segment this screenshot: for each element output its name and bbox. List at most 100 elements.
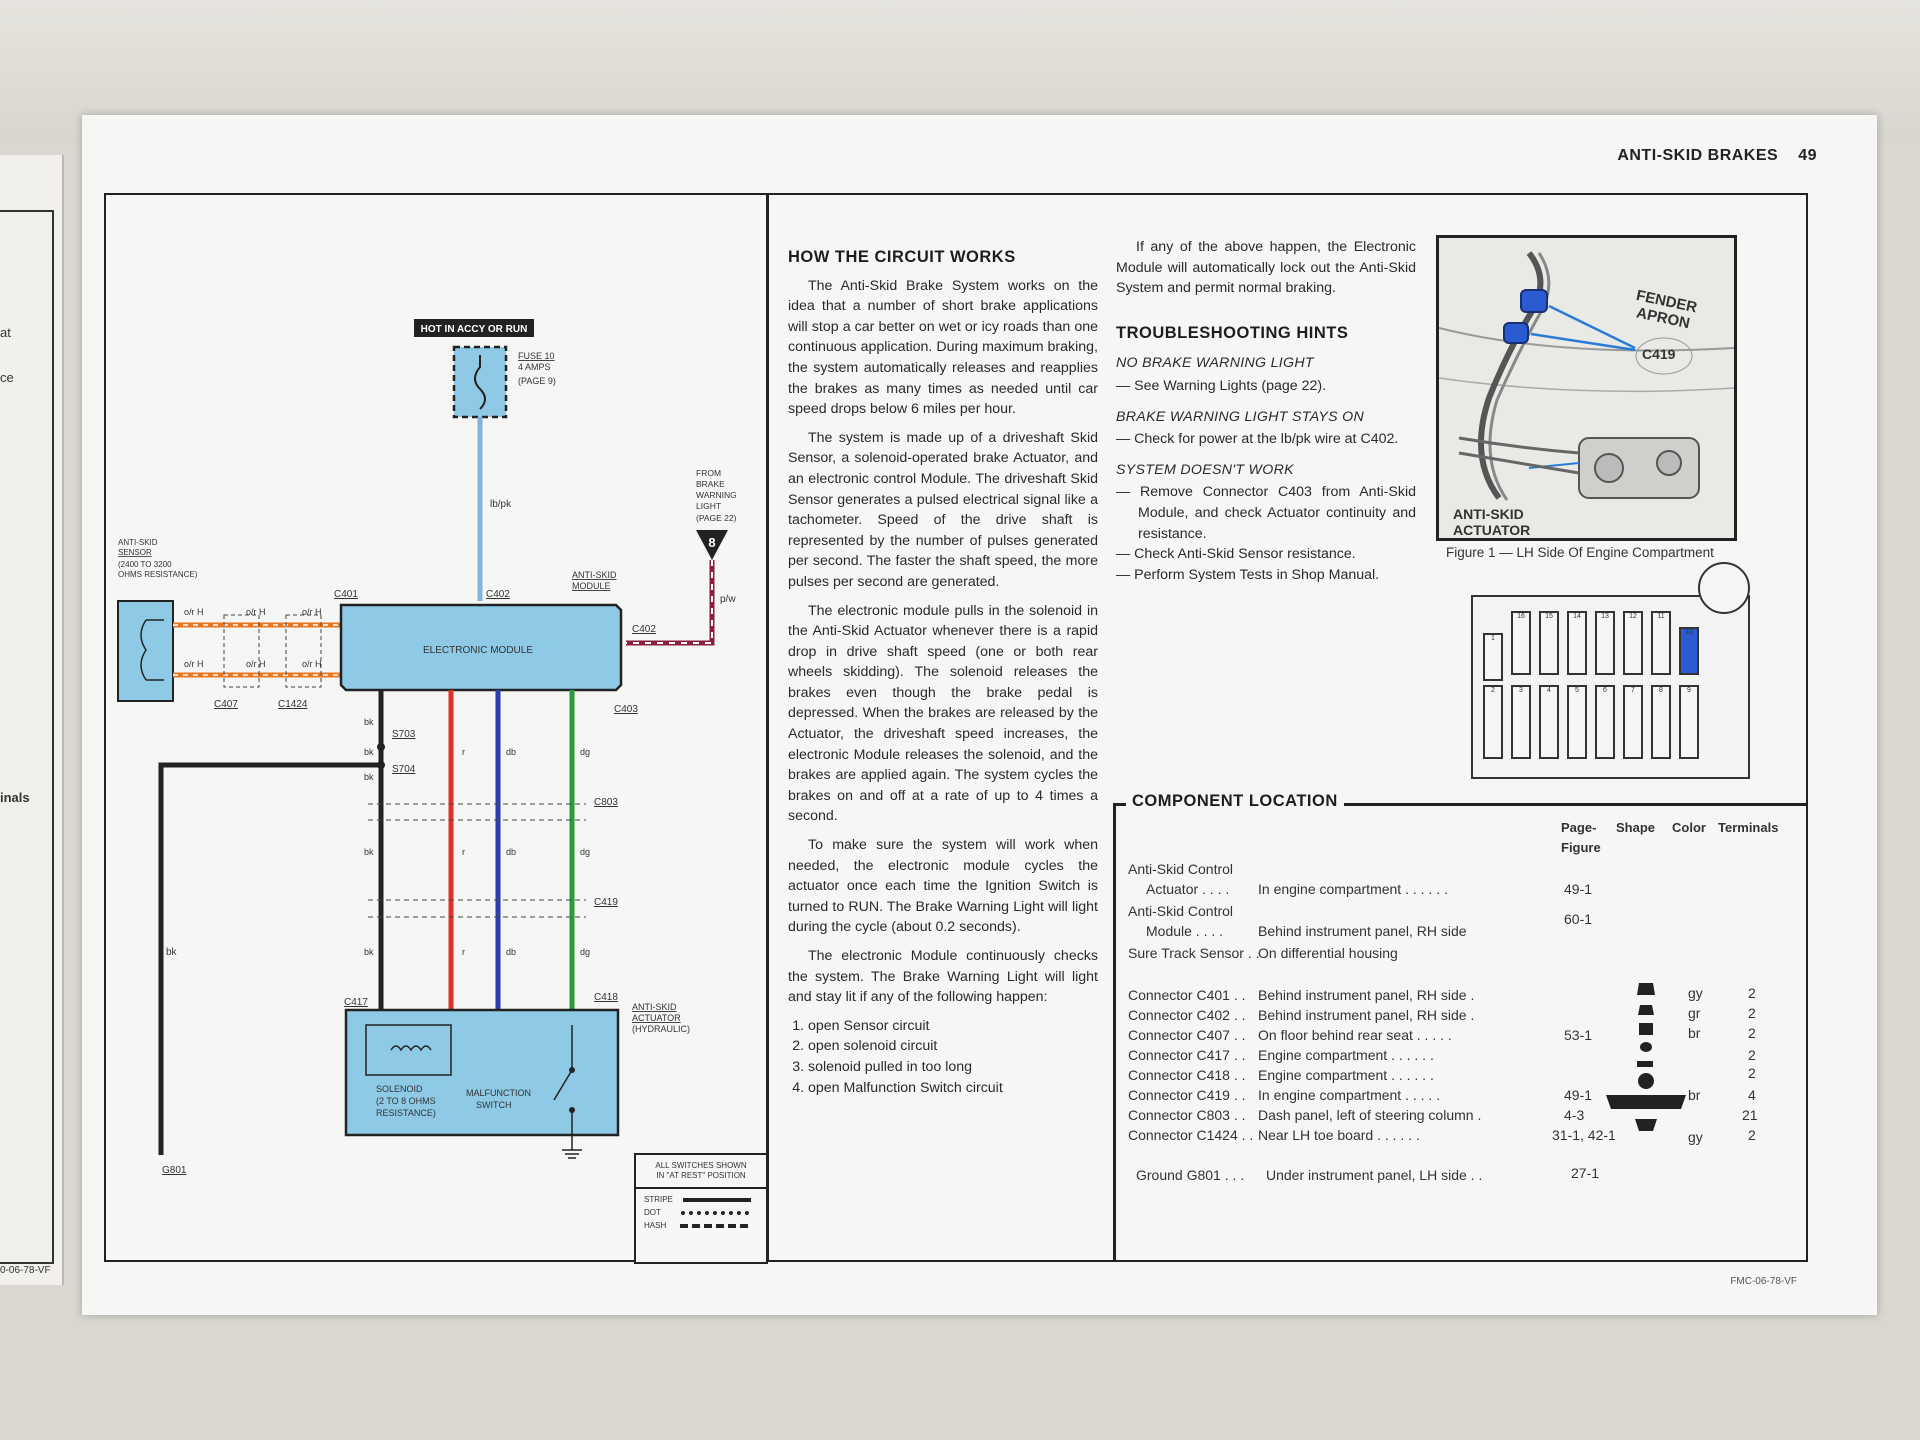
hint-item: — See Warning Lights (page 22).	[1116, 377, 1327, 394]
legend-hash: HASH	[644, 1219, 758, 1232]
fuse-slot: 8	[1651, 685, 1671, 759]
page-frame: HOT IN ACCY OR RUN FUSE 10 4 AMPS (PAGE …	[104, 193, 1808, 1264]
shape-c419-icon	[1638, 1073, 1654, 1089]
hint-heading: SYSTEM DOESN'T WORK	[1116, 461, 1294, 478]
wire-label-orh: o/r H	[184, 659, 204, 669]
wire-label-db: db	[506, 847, 516, 857]
actuator-label: ACTUATOR	[632, 1013, 681, 1023]
row-location: Behind instrument panel, RH side .	[1258, 1007, 1475, 1023]
sensor-label: SENSOR	[118, 548, 152, 557]
brake-warning-page: 8	[708, 535, 715, 550]
figure-actuator-label: ANTI-SKID ACTUATOR	[1453, 506, 1530, 538]
solenoid-label: RESISTANCE)	[376, 1108, 436, 1118]
row-location: Near LH toe board . . . . . .	[1258, 1127, 1420, 1143]
switch-contact	[569, 1107, 575, 1113]
fuse-slot: 15	[1539, 611, 1559, 675]
wire-legend: ALL SWITCHES SHOWN IN "AT REST" POSITION…	[634, 1153, 768, 1264]
row-terminals: 21	[1742, 1107, 1758, 1123]
row-location: In engine compartment . . . . . .	[1258, 881, 1448, 897]
row-terminals: 2	[1748, 1127, 1756, 1143]
connector-c417: C417	[344, 997, 368, 1008]
module-label: ANTI-SKID	[572, 570, 617, 580]
row-figure: 4-3	[1564, 1107, 1585, 1123]
shape-c417-icon	[1640, 1042, 1652, 1052]
wire-pw-stripe	[626, 560, 713, 644]
troubleshooting-column: If any of the above happen, the Electron…	[1116, 237, 1416, 585]
actuator-label: (HYDRAULIC)	[632, 1024, 690, 1034]
row-color: gy	[1688, 1129, 1703, 1145]
component-location-title: COMPONENT LOCATION	[1126, 792, 1344, 811]
left-page-text: ce	[0, 370, 14, 385]
col-head-figure: Figure	[1561, 840, 1601, 855]
figure-caption: Figure 1 — LH Side Of Engine Compartment	[1446, 545, 1714, 560]
actuator-label-1: ANTI-SKID	[1453, 506, 1524, 522]
divider-line	[1113, 803, 1806, 806]
connector-c402: C402	[486, 589, 510, 600]
connector-c803: C803	[594, 797, 618, 808]
wire-bk-ground	[158, 762, 381, 1155]
sensor-label: OHMS RESISTANCE)	[118, 570, 198, 579]
module-label: MODULE	[572, 581, 611, 591]
fuse-slot: 6	[1595, 685, 1615, 759]
fuse-slot: 3	[1511, 685, 1531, 759]
list-item: solenoid pulled in too long	[808, 1057, 1098, 1078]
wire-label-orh: o/r H	[246, 607, 266, 617]
row-figure: 31-1, 42-1	[1552, 1127, 1616, 1143]
how-title: HOW THE CIRCUIT WORKS	[788, 248, 1016, 266]
c419-connector-icon	[1520, 289, 1548, 313]
legend-title-line: ALL SWITCHES SHOWN	[655, 1161, 747, 1170]
wire-label-orh: o/r H	[302, 659, 322, 669]
row-location: Engine compartment . . . . . .	[1258, 1067, 1434, 1083]
row-location: Behind instrument panel, RH side .	[1258, 987, 1475, 1003]
shape-c401-icon	[1637, 983, 1655, 995]
row-terminals: 2	[1748, 1025, 1756, 1041]
left-page-fragment: at ce inals 0-06-78-VF	[0, 155, 64, 1285]
switch-contact	[569, 1067, 575, 1073]
row-figure: 49-1	[1564, 1087, 1593, 1103]
locator-circle	[1698, 562, 1750, 614]
shape-c1424-icon	[1635, 1119, 1657, 1131]
hot-label-box	[414, 319, 534, 337]
list-item: open solenoid circuit	[808, 1036, 1098, 1057]
failure-list: open Sensor circuit open solenoid circui…	[788, 1016, 1098, 1098]
fuse-slot: 4	[1539, 685, 1559, 759]
fuse-symbol	[474, 355, 486, 410]
row-terminals: 4	[1748, 1087, 1756, 1103]
lockout-paragraph: If any of the above happen, the Electron…	[1116, 239, 1416, 297]
row-figure: 53-1	[1564, 1027, 1593, 1043]
shape-c803-icon	[1606, 1095, 1686, 1109]
row-location: Under instrument panel, LH side . .	[1266, 1167, 1483, 1183]
legend-stripe-label: STRIPE	[644, 1195, 673, 1204]
row-name: Connector C419 . .	[1128, 1087, 1246, 1103]
row-terminals: 2	[1748, 985, 1756, 1001]
solenoid-symbol	[365, 1024, 452, 1076]
hint-item: — Perform System Tests in Shop Manual.	[1116, 566, 1380, 583]
fuse-slot: 1	[1483, 633, 1503, 681]
fuse-slot: 14	[1567, 611, 1587, 675]
row-location: On differential housing	[1258, 945, 1398, 961]
row-color: br	[1688, 1087, 1701, 1103]
connector-c401: C401	[334, 589, 358, 600]
wire-label-dg: dg	[580, 847, 590, 857]
ground-symbol	[562, 1149, 582, 1159]
ground-g801: G801	[162, 1165, 187, 1176]
connector-shapes	[1606, 983, 1686, 1131]
row-location: Behind instrument panel, RH side	[1258, 923, 1467, 939]
figure-illustration	[1439, 251, 1734, 501]
wire-label-bk: bk	[364, 847, 374, 857]
legend-dot: DOT	[644, 1206, 758, 1219]
legend-stripe: STRIPE	[644, 1193, 758, 1206]
row-name: Connector C401 . .	[1128, 987, 1246, 1003]
from-label: LIGHT	[696, 501, 721, 511]
col-head-color: Color	[1672, 820, 1706, 835]
wire-label-orh: o/r H	[302, 607, 322, 617]
row-figure: 27-1	[1571, 1165, 1600, 1181]
connector-c1424: C1424	[278, 699, 308, 710]
figure-c419-label: C419	[1642, 346, 1676, 362]
row-terminals: 2	[1748, 1047, 1756, 1063]
row-name: Anti-Skid Control	[1128, 903, 1234, 919]
fuse-slot: 2	[1483, 685, 1503, 759]
actuator-label: ANTI-SKID	[632, 1002, 677, 1012]
